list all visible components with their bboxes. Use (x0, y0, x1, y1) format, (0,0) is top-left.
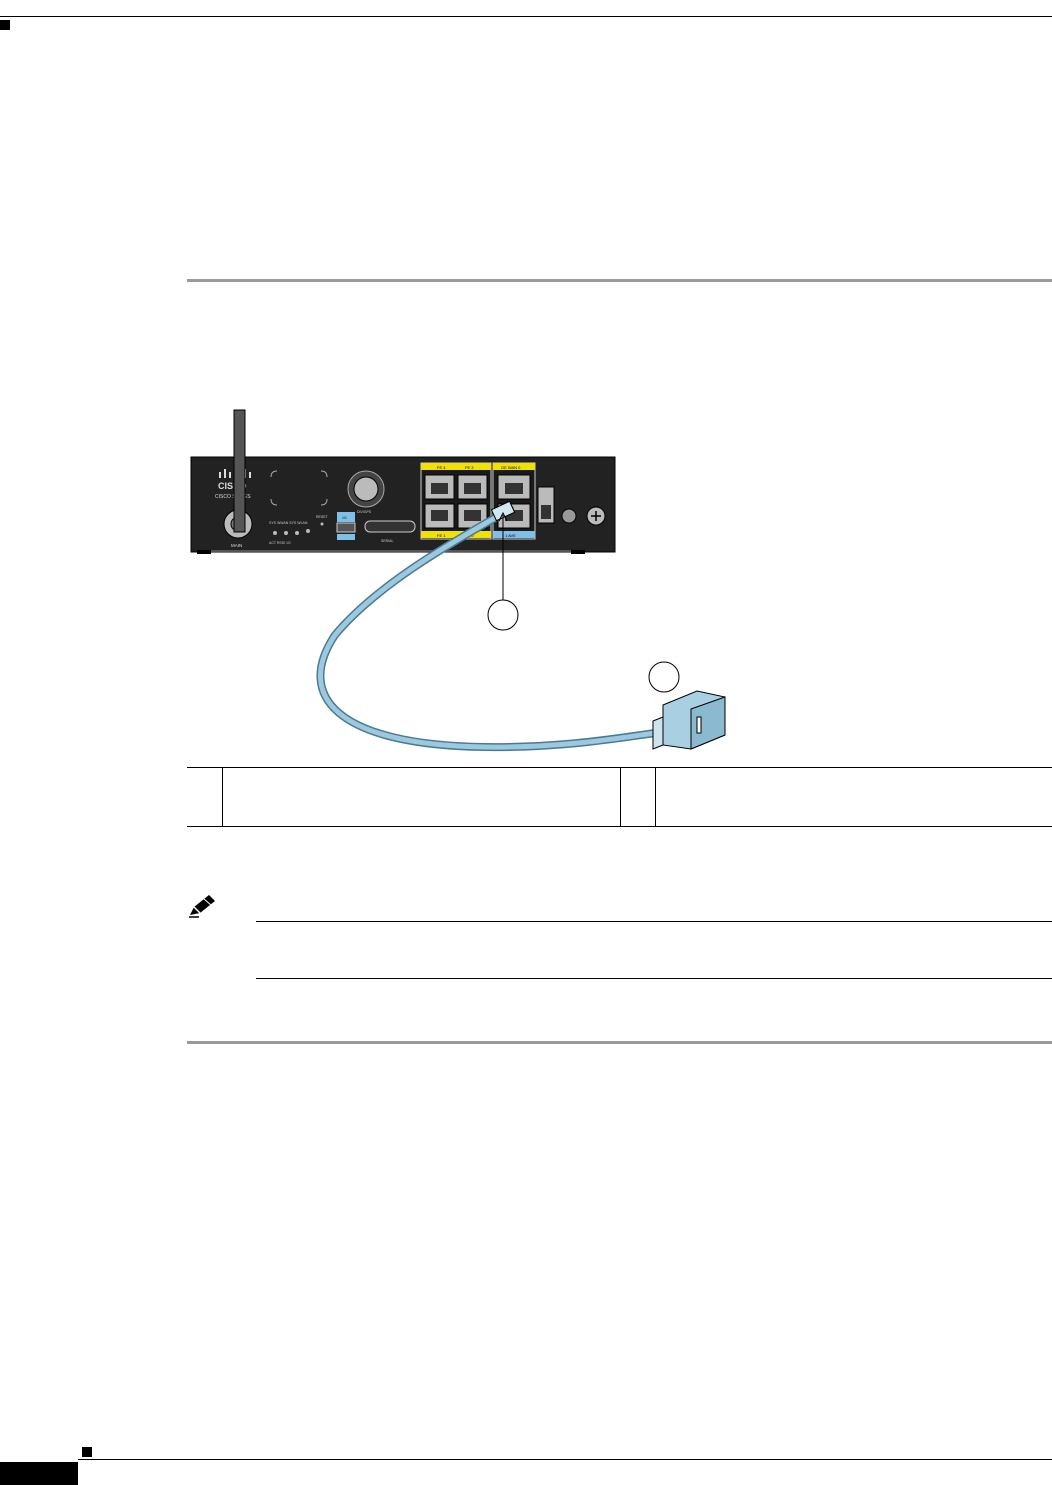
console-port (336, 522, 356, 533)
led-labels-top: SYS WWAN SYS WLAN (269, 521, 308, 525)
header-rule (0, 16, 1052, 17)
router-console-figure: CISCO CISCO SERIES MAIN SYS WWAN SYS WLA… (185, 405, 745, 760)
fe-top-label-1: FE 4 (437, 465, 446, 470)
div-gps-connector (353, 476, 379, 502)
section-rule-bottom (187, 1041, 1052, 1044)
note-rule-bottom (256, 978, 1052, 979)
callout-circle-2 (648, 661, 680, 693)
db9-connector (652, 690, 726, 750)
console-cable (317, 506, 658, 750)
note-rule-top (256, 921, 1052, 922)
brand-label: CISCO (218, 481, 247, 491)
serial-label: SERIAL (381, 539, 394, 543)
wan-bottom-label: 1 AVE (505, 533, 516, 538)
table-divider (655, 768, 656, 826)
header-corner-marker (0, 20, 10, 30)
callout-circle-1 (487, 599, 519, 631)
table-divider (620, 768, 621, 826)
router-illustration: CISCO CISCO SERIES MAIN SYS WWAN SYS WLA… (190, 409, 726, 752)
pencil-note-icon (187, 893, 219, 919)
console-label: 1G (342, 516, 347, 520)
series-label: CISCO SERIES (215, 494, 251, 500)
reset-label: RESET (316, 515, 329, 519)
section-rule-top (187, 279, 1052, 282)
div-gps-label: DIV/GPS (357, 510, 372, 514)
footer-rule (78, 1459, 1052, 1460)
antenna-port-label: MAIN (231, 543, 242, 548)
footer-corner-marker (82, 1447, 92, 1457)
page-number-tab (0, 1462, 78, 1485)
table-divider (222, 768, 223, 826)
fe-top-label-2: FE 3 (465, 465, 474, 470)
serial-port (364, 520, 416, 533)
power-switch (561, 508, 577, 524)
fe-bottom-label-1: FE 1 (437, 533, 446, 538)
led-labels-bottom: ACT RSSI 1G (269, 541, 291, 545)
callout-table (187, 767, 1052, 827)
wan-top-label: GE WAN 0 (501, 465, 521, 470)
rj45-plug (490, 500, 516, 522)
